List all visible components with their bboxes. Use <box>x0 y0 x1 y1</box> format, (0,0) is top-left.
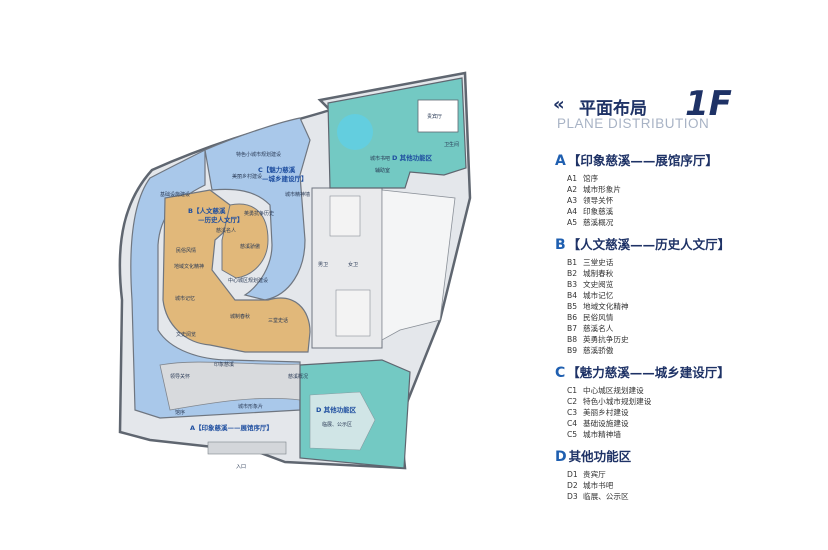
zone-b-spiral <box>221 203 269 279</box>
plan-heading: « 平面布局 1F PLANE DISTRIBUTION <box>553 84 793 132</box>
memory-label: 城市记忆 <box>175 295 195 302</box>
zone-d-top-label: D 其他功能区 <box>392 153 433 162</box>
entrance-label: 入口 <box>236 464 246 470</box>
chengzhi-label: 城制春秋 <box>230 313 250 320</box>
heading-subtitle: PLANE DISTRIBUTION <box>557 116 710 131</box>
legend-section-b-title: B【人文慈溪——历史人文厅】 <box>555 237 731 253</box>
heading-title: 平面布局 <box>579 99 647 119</box>
zone-c-label-2: —城乡建设厅】 <box>262 174 308 183</box>
auxiliary-label: 辅助室 <box>375 167 390 174</box>
zone-b-label-2: —历史人文厅】 <box>198 215 244 224</box>
water-feature-icon <box>337 114 373 150</box>
exhibition-notice-label: 临展、公示区 <box>322 421 352 428</box>
zone-d-bottom-inner <box>309 391 376 451</box>
zone-b-area <box>162 189 311 353</box>
zone-a-label: A【印象慈溪——展馆序厅】 <box>190 423 273 432</box>
guest-hall-label: 贵宾厅 <box>427 113 442 120</box>
zone-d-bottom-label: D 其他功能区 <box>316 405 357 414</box>
wenshi-label: 文史阅览 <box>176 331 196 338</box>
pride-label: 慈溪骄傲 <box>240 243 260 250</box>
overview-label: 慈溪概况 <box>288 373 308 380</box>
sanbei-label: 三堂史话 <box>268 317 288 324</box>
male-wc-label: 男卫 <box>318 262 328 268</box>
entrance-steps <box>207 441 287 455</box>
spirit-wall-label: 城市精神墙 <box>285 191 310 198</box>
floor-number: 1F <box>685 84 732 124</box>
female-wc-label: 女卫 <box>348 261 358 268</box>
center-plan-label: 中心城区规划建设 <box>228 277 268 284</box>
stair-1 <box>329 195 361 237</box>
kangzheng-label: 英勇抗争历史 <box>244 210 274 217</box>
legend-section-a-title: A【印象慈溪——展馆序厅】 <box>555 153 718 169</box>
restroom-label: 卫生间 <box>444 141 459 148</box>
town-plan-label: 特色小城市规划建设 <box>236 151 281 158</box>
infra-label: 基础设施建设 <box>160 191 190 198</box>
zone-c-label-1: C【魅力慈溪 <box>258 165 296 174</box>
folk-label: 民俗风情 <box>176 247 196 254</box>
leader-care-label: 领导关怀 <box>170 373 190 380</box>
mingren-label: 慈溪名人 <box>216 227 236 234</box>
bookbar-label: 城市书吧 <box>370 155 390 162</box>
legend-section-c-title: C【魅力慈溪——城乡建设厅】 <box>555 365 730 381</box>
zone-c-area <box>204 117 311 301</box>
zone-b-label-1: B【人文慈溪 <box>188 206 226 215</box>
double-chevron-icon: « <box>553 94 564 115</box>
hall-order-label: 馆序 <box>175 409 185 416</box>
guest-hall-room <box>417 99 459 133</box>
side-corridor <box>381 189 456 341</box>
stair-2 <box>335 289 371 337</box>
impression-label: 印象慈溪 <box>214 361 234 368</box>
culture-spirit-label: 地域文化精神 <box>174 263 204 270</box>
rural-label: 美丽乡村建设 <box>232 173 262 180</box>
city-film-label: 城市形象片 <box>238 403 263 410</box>
